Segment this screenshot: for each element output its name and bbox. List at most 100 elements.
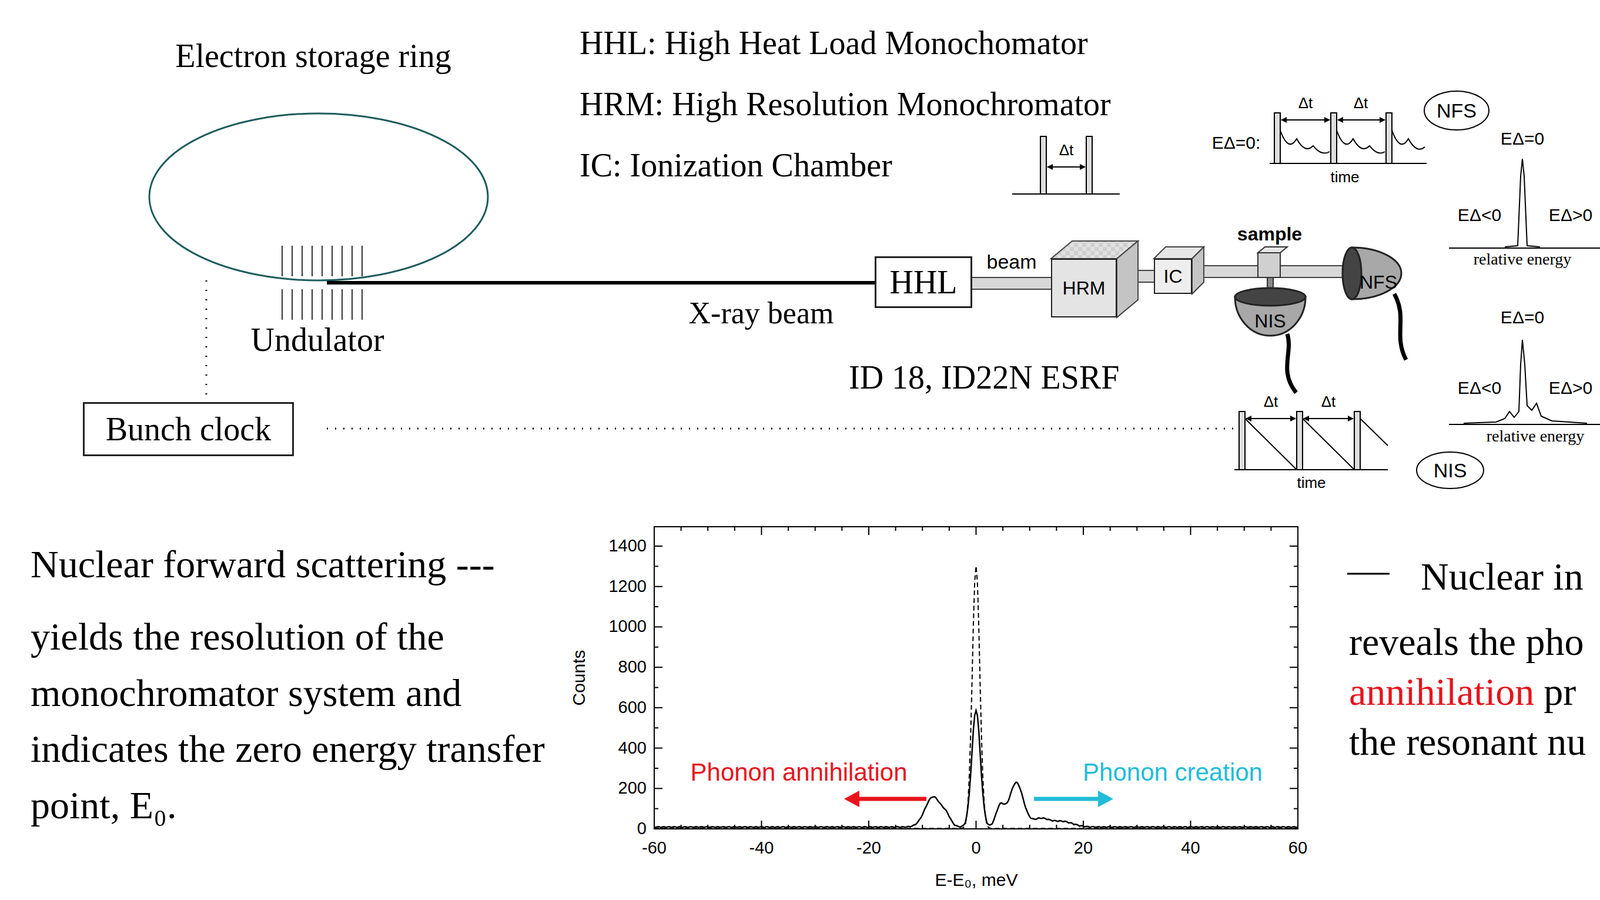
nis-detector-opening [1234,288,1306,306]
text-label: ID 18, ID22N ESRF [848,358,1120,397]
text-label: 60 [1288,838,1308,858]
text-label: sample [1237,223,1302,246]
chamber-side [1192,246,1204,294]
node-text: NFS [1436,99,1477,123]
text-label: relative energy [1486,426,1585,446]
y-tick [654,727,659,729]
x-tick [1136,526,1138,531]
ellipse-shape [1416,452,1484,489]
x-tick [761,526,763,535]
node-text: HRM [1062,277,1106,300]
y-tick [1289,747,1298,749]
y-tick [654,808,659,810]
text-label: EΔ<0 [1457,205,1502,226]
nis-energy-figure [1448,339,1600,425]
text-label: Δt [1059,141,1074,160]
drawing-part [1246,417,1296,420]
component-box: IC [1153,258,1193,294]
drawing-part [1274,112,1281,164]
x-tick [1002,526,1004,531]
text-label: 1200 [608,576,647,597]
clock-signal-line [205,280,208,400]
text-label: -60 [641,838,667,858]
drawing-part [1337,119,1385,121]
text-label: E-E₀, meV [935,869,1019,891]
y-tick [1293,767,1298,769]
text-label: pr [1543,669,1576,715]
node-text: HHL [889,263,957,301]
drawing-part [1047,166,1086,168]
nis-curve [654,710,1298,828]
monochromator-side [1116,240,1138,318]
legend-line-sample [1347,573,1390,575]
ellipse-shape [1424,91,1489,130]
x-tick [841,526,843,531]
label-ellipse: NFS [1423,89,1491,132]
drawing-part [1448,423,1600,425]
text-label: Counts [568,649,590,706]
x-tick [1082,820,1084,829]
chart-frame [654,526,1298,829]
text-label: Electron storage ring [175,37,452,75]
component-box: HHL [874,256,973,309]
magnet-pole [331,289,333,320]
y-tick [1289,787,1298,789]
label-ellipse: NIS [1415,450,1485,490]
magnet-pole [301,245,303,277]
drawing-part [1244,418,1297,470]
nfs-time-figure [1269,112,1427,164]
magnet-pole [281,245,283,277]
creation-arrow [1033,797,1106,802]
nfs-detector-opening [1342,247,1362,300]
text-label: EΔ>0 [1548,205,1593,226]
text-label: relative energy [1473,249,1572,269]
magnet-pole [321,245,323,277]
xray-beam-line [326,280,875,285]
node-text: NIS [1433,459,1468,482]
text-label: EΔ<0 [1457,377,1502,399]
x-tick [975,526,977,535]
x-tick [1216,526,1218,531]
text-label: time [1296,474,1326,492]
y-tick [1289,666,1298,668]
sample-top [1257,246,1288,253]
creation-arrow-head [1098,790,1114,808]
x-tick [653,526,655,535]
text-label: 1400 [608,536,647,556]
text-label: X-ray beam [688,295,835,331]
y-tick [654,767,659,769]
text-label: IC: Ionization Chamber [579,146,893,184]
text-label: -40 [749,838,775,858]
node-text: Bunch clock [105,410,271,448]
text-label: Δt [1298,94,1314,113]
x-tick [734,526,736,531]
text-label: 40 [1180,838,1200,858]
drawing-part [1086,136,1093,194]
drawing-part [1281,119,1330,121]
y-tick [654,646,659,648]
x-tick [1297,526,1299,535]
y-tick [1289,545,1298,547]
y-tick [654,787,663,789]
text-label: 0 [971,838,981,858]
component-box: Bunch clock [82,402,294,457]
drawing-part [1330,112,1337,164]
magnet-pole [341,245,343,277]
magnet-pole [301,289,303,320]
magnet-pole [291,245,293,277]
text-label: time [1330,168,1360,187]
text-label: EΔ=0 [1500,128,1545,150]
clock-signal-line [326,427,1235,430]
x-tick [761,820,763,829]
x-tick [975,820,977,829]
node-text: IC [1163,265,1183,288]
drawing-part [1504,158,1541,247]
drawing-part [1386,112,1392,164]
text-label: 20 [1073,838,1093,858]
x-tick [1243,526,1245,531]
drawing-part [1040,136,1047,194]
drawing-part [1448,247,1600,249]
text-label: Phonon creation [1082,758,1263,787]
drawing-part [1302,418,1355,470]
